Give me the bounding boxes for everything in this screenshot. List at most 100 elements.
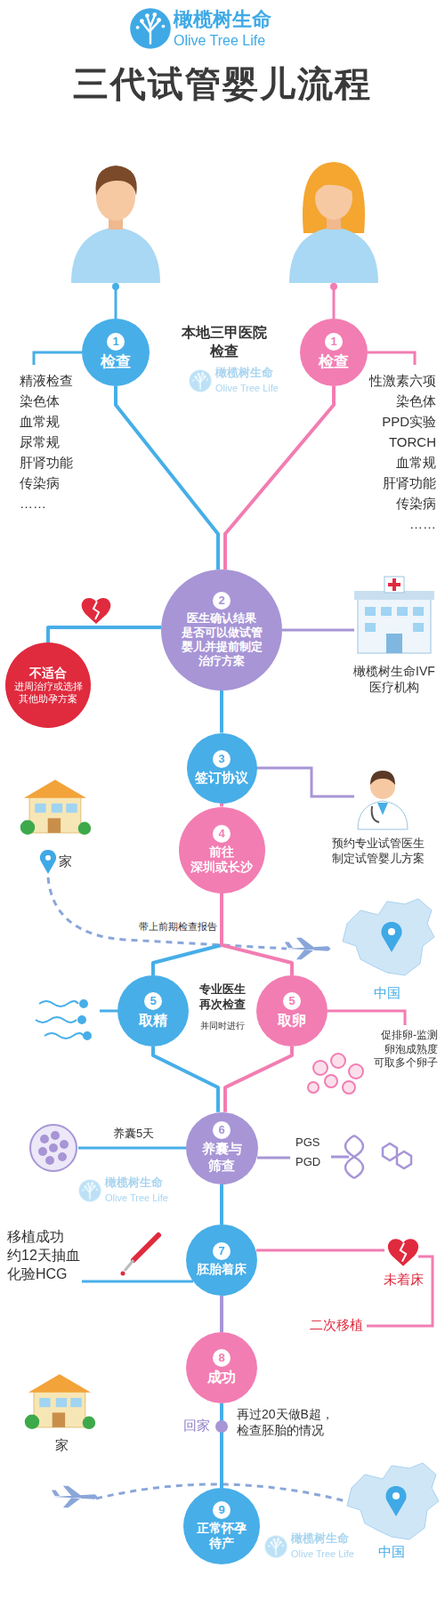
warning-circle: 不适合进周治疗或选择 其他助孕方案	[5, 642, 91, 729]
hospital-icon	[354, 576, 435, 654]
leader-lines	[33, 283, 433, 1327]
route-label: 回家	[183, 1416, 211, 1435]
step-text: 医生确认结果 是否可以做试管 婴儿并提前制定 治疗方案	[181, 611, 263, 670]
travel-route	[48, 877, 349, 1503]
watermark: 橄榄树生命	[291, 1531, 349, 1547]
step-number: 6	[212, 1121, 231, 1140]
step-number: 3	[212, 750, 231, 769]
step-text: 进周治疗或选择 其他助孕方案	[14, 680, 83, 706]
watermark: 橄榄树生命	[215, 365, 274, 381]
step-number: 2	[212, 591, 231, 610]
step-text: 养囊与 筛查	[202, 1140, 243, 1175]
step-note: 专业医生 再次检查	[199, 982, 246, 1013]
man-figure	[71, 165, 161, 284]
connector	[219, 803, 224, 808]
connector	[225, 386, 334, 570]
step-circle: 4前往 深圳或长沙	[178, 807, 266, 894]
check-item: 精液检查	[19, 372, 73, 390]
check-item: PPD实验	[381, 412, 437, 431]
step-subnote: 并同时进行	[200, 1019, 245, 1032]
step-number: 7	[212, 1242, 231, 1261]
step-text: 正常怀孕 待产	[196, 1521, 247, 1553]
woman-figure	[289, 161, 379, 284]
step-number: 5	[144, 992, 162, 1011]
blastocyst-icon	[30, 1124, 77, 1172]
step-circle: 5取卵	[256, 975, 328, 1047]
check-item: 性激素六项	[369, 372, 437, 390]
watermark: 橄榄树生命	[105, 1175, 163, 1191]
step-number: 1	[324, 332, 343, 351]
check-item: ……	[409, 515, 437, 534]
connector	[219, 1184, 224, 1226]
check-item: 血常规	[19, 412, 60, 431]
map-plane	[51, 898, 439, 1540]
connector	[153, 893, 222, 977]
connector	[225, 1046, 292, 1113]
step-circle: 8成功	[186, 1332, 258, 1404]
dna-icon	[345, 1135, 412, 1179]
connector	[219, 1403, 224, 1489]
step-number: 8	[212, 1349, 231, 1368]
route-dot	[215, 1420, 228, 1433]
step-text: 胚胎着床	[196, 1262, 247, 1279]
watermark: Olive Tree Life	[105, 1191, 169, 1205]
title: 三代试管婴儿流程	[0, 62, 445, 106]
step-circle: 6养囊与 筛查	[186, 1112, 259, 1185]
egg-icon	[307, 1053, 364, 1094]
step-circle: 5取精	[117, 975, 189, 1047]
check-item: 肝肾功能	[382, 474, 437, 493]
check-item: 肝肾功能	[19, 453, 73, 472]
check-item: 染色体	[396, 392, 437, 411]
side-note: 再过20天做B超， 检查胚胎的情况	[236, 1406, 334, 1439]
check-item: 尿常规	[19, 433, 60, 452]
side-note: 移植成功 约12天抽血 化验HCG	[7, 1228, 81, 1284]
side-note: 养囊5天	[113, 1126, 154, 1142]
step-text: 取精	[138, 1011, 168, 1030]
connector	[219, 1295, 224, 1333]
sperm-icon	[35, 1000, 91, 1040]
home-icons	[20, 779, 96, 1430]
step-number: 9	[212, 1501, 231, 1520]
step-number: 1	[106, 332, 125, 351]
retry-label: 二次移植	[309, 1316, 364, 1335]
step-text: 不适合	[29, 665, 67, 682]
step-text: 检查	[318, 352, 349, 372]
country-label: 中国	[378, 1543, 405, 1562]
watermark-icons	[79, 370, 288, 1559]
step-circle: 2医生确认结果 是否可以做试管 婴儿并提前制定 治疗方案	[161, 569, 283, 691]
facility-name: 橄榄树生命IVF 医疗机构	[353, 663, 436, 696]
pipette-icon	[121, 1235, 160, 1277]
test-name: PGD	[295, 1155, 321, 1171]
connector	[221, 893, 292, 977]
watermark: Olive Tree Life	[291, 1547, 355, 1561]
logo-icon	[129, 8, 171, 49]
step-number: 5	[283, 992, 301, 1011]
step-text: 签订协议	[194, 769, 249, 787]
check-item: 血常规	[396, 453, 437, 472]
connector	[48, 627, 162, 643]
step-circle: 3签订协议	[186, 733, 258, 804]
doctor-note: 预约专业试管医生 制定试管婴儿方案	[331, 836, 425, 867]
logo-name: 橄榄树生命	[173, 7, 272, 33]
check-item: 染色体	[19, 392, 60, 411]
check-item: 传染病	[19, 474, 60, 493]
broken-heart	[81, 598, 419, 1267]
step-circle: 1检查	[81, 318, 150, 387]
step-circle: 7胚胎着床	[186, 1224, 258, 1296]
home-label: 家	[58, 852, 73, 871]
step-text: 检查	[100, 352, 131, 372]
step-text: 前往 深圳或长沙	[190, 844, 253, 876]
country-label: 中国	[373, 984, 401, 1003]
step-number: 4	[212, 825, 231, 843]
connector	[219, 690, 224, 734]
watermark: Olive Tree Life	[215, 381, 279, 395]
logo-subtitle: Olive Tree Life	[173, 32, 266, 51]
check-item: 传染病	[396, 494, 437, 513]
travel-note: 带上前期检查报告	[136, 920, 220, 933]
step-text: 成功	[207, 1368, 236, 1387]
home-label: 家	[55, 1436, 69, 1455]
connector	[115, 386, 219, 570]
check-item: TORCH	[388, 433, 437, 452]
failure-label: 未着床	[383, 1270, 424, 1289]
step-text: 取卵	[277, 1011, 307, 1030]
